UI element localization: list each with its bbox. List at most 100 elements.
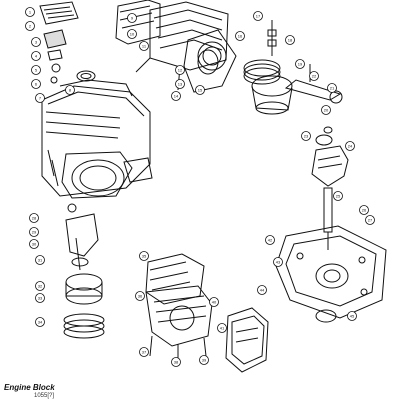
callout-circle — [31, 65, 41, 75]
callout-number: 7 — [39, 96, 42, 101]
callout-number: 22 — [312, 74, 317, 79]
callout-10: 10 — [127, 29, 137, 39]
crankshaft — [311, 126, 349, 250]
callout-circle — [333, 191, 343, 201]
callout-circle — [29, 213, 39, 223]
callout-number: 43 — [276, 260, 281, 265]
callout-number: 8 — [69, 88, 72, 93]
callout-circle — [35, 93, 45, 103]
callout-29: 29 — [29, 227, 39, 237]
callout-number: 19 — [298, 62, 303, 67]
callout-circle — [139, 251, 149, 261]
callout-number: 21 — [330, 86, 335, 91]
callout-circle — [25, 21, 35, 31]
callout-circle — [301, 131, 311, 141]
diagram-caption-title: Engine Block — [4, 383, 55, 392]
callout-41: 41 — [217, 323, 227, 333]
callout-11: 11 — [139, 41, 149, 51]
callout-number: 13 — [178, 82, 183, 87]
crankcase-cover — [275, 225, 387, 323]
callout-circle — [25, 7, 35, 17]
callout-circle — [209, 297, 219, 307]
callout-1: 1 — [25, 7, 35, 17]
callout-number: 20 — [324, 108, 329, 113]
callout-circle — [257, 285, 267, 295]
callout-circle — [135, 291, 145, 301]
engine-block-left — [41, 79, 153, 199]
callout-number: 4 — [35, 54, 38, 59]
callout-number: 27 — [368, 218, 373, 223]
callout-circle — [171, 91, 181, 101]
callout-circle — [127, 13, 137, 23]
callout-number: 23 — [304, 134, 309, 139]
callout-22: 22 — [309, 71, 319, 81]
callout-number: 6 — [35, 82, 38, 87]
callout-14: 14 — [171, 91, 181, 101]
callout-number: 16 — [238, 34, 243, 39]
callout-13: 13 — [175, 79, 185, 89]
callout-circle — [273, 257, 283, 267]
callout-3: 3 — [31, 37, 41, 47]
callout-number: 35 — [142, 254, 147, 259]
callout-36: 36 — [135, 291, 145, 301]
callout-number: 18 — [288, 38, 293, 43]
callout-number: 11 — [142, 44, 147, 49]
callout-number: 38 — [174, 360, 179, 365]
callout-42: 42 — [265, 235, 275, 245]
callout-circle — [35, 255, 45, 265]
callout-40: 40 — [209, 297, 219, 307]
piston-assembly-top — [243, 20, 343, 115]
callout-26: 26 — [359, 205, 369, 215]
callout-circle — [285, 35, 295, 45]
connecting-rod-left — [63, 203, 105, 339]
cylinder-head-bottom — [145, 253, 213, 362]
callout-38: 38 — [171, 357, 181, 367]
callout-15: 15 — [195, 85, 205, 95]
callout-number: 34 — [38, 320, 43, 325]
callout-circle — [359, 205, 369, 215]
callout-circle — [365, 215, 375, 225]
callout-number: 39 — [202, 358, 207, 363]
callout-circle — [31, 51, 41, 61]
callout-circle — [235, 31, 245, 41]
callout-circle — [171, 357, 181, 367]
callout-5: 5 — [31, 65, 41, 75]
callout-33: 33 — [35, 293, 45, 303]
callout-number: 25 — [336, 194, 341, 199]
callout-circle — [265, 235, 275, 245]
callout-number: 42 — [268, 238, 273, 243]
callout-labels: 1234567891011121314151617181920212223242… — [25, 7, 375, 367]
callout-circle — [35, 317, 45, 327]
callout-number: 14 — [174, 94, 179, 99]
callout-35: 35 — [139, 251, 149, 261]
callout-number: 17 — [256, 14, 261, 19]
callout-number: 5 — [35, 68, 38, 73]
callout-2: 2 — [25, 21, 35, 31]
callout-21: 21 — [327, 83, 337, 93]
callout-8: 8 — [65, 85, 75, 95]
callout-number: 45 — [350, 314, 355, 319]
callout-circle — [217, 323, 227, 333]
callout-4: 4 — [31, 51, 41, 61]
callout-circle — [31, 37, 41, 47]
callout-32: 32 — [35, 281, 45, 291]
callout-number: 9 — [131, 16, 134, 21]
callout-number: 24 — [348, 144, 353, 149]
callout-circle — [139, 347, 149, 357]
callout-34: 34 — [35, 317, 45, 327]
valve-cover-bottom — [225, 307, 269, 373]
callout-number: 2 — [29, 24, 32, 29]
callout-circle — [295, 59, 305, 69]
callout-number: 29 — [32, 230, 37, 235]
callout-circle — [327, 83, 337, 93]
callout-circle — [347, 311, 357, 321]
callout-19: 19 — [295, 59, 305, 69]
callout-circle — [127, 29, 137, 39]
callout-39: 39 — [199, 355, 209, 365]
callout-number: 37 — [142, 350, 147, 355]
callout-number: 31 — [38, 258, 43, 263]
callout-circle — [35, 293, 45, 303]
callout-18: 18 — [285, 35, 295, 45]
callout-number: 33 — [38, 296, 43, 301]
callout-number: 30 — [32, 242, 37, 247]
